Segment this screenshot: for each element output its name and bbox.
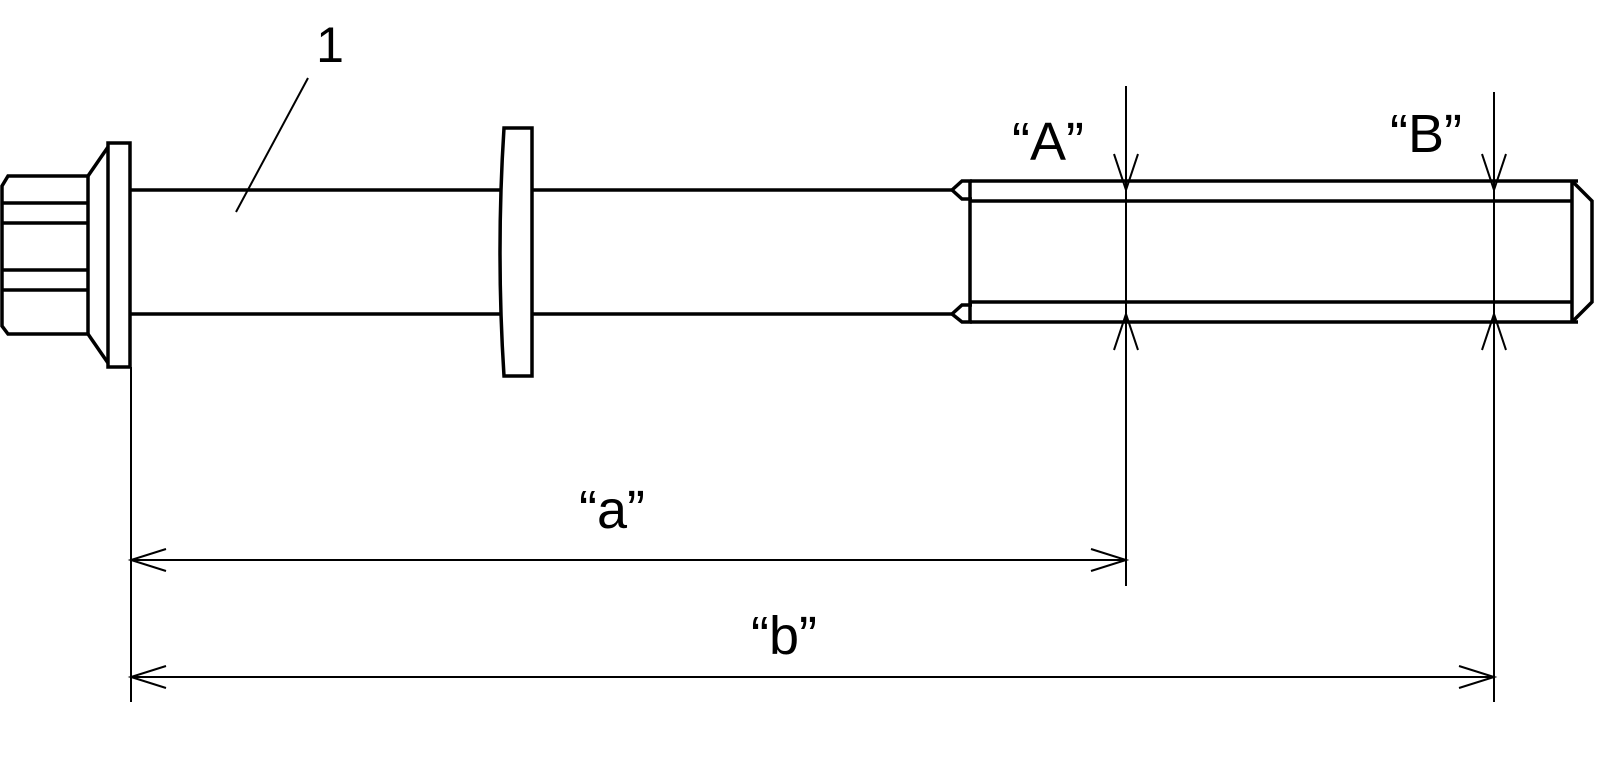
part-1-leader-line bbox=[235, 77, 309, 213]
measurement-point-A bbox=[1113, 86, 1139, 586]
threaded-section bbox=[968, 179, 1594, 324]
bolt-head bbox=[0, 141, 132, 369]
dimension-b-label: “b” bbox=[751, 606, 817, 666]
bolt-shank bbox=[130, 188, 952, 316]
section-A-label: “A” bbox=[1012, 112, 1084, 172]
bolt-washer bbox=[498, 126, 534, 378]
dimension-a bbox=[127, 548, 1130, 572]
measurement-point-B bbox=[1481, 92, 1507, 702]
dimension-a-label: “a” bbox=[579, 480, 645, 540]
dimension-b bbox=[127, 665, 1498, 689]
section-B-label: “B” bbox=[1390, 104, 1462, 164]
part-1-callout: 1 bbox=[316, 17, 344, 73]
